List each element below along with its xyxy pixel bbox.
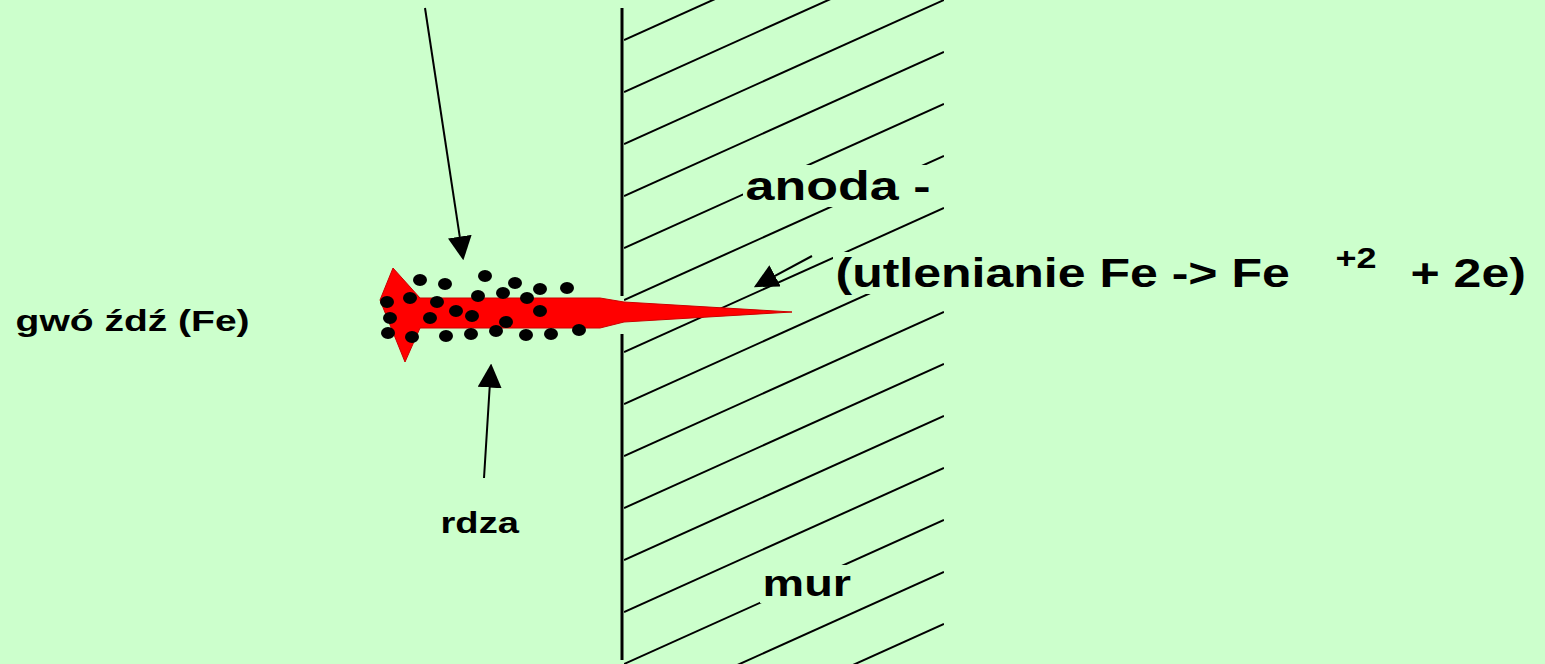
leader-arrow: [756, 256, 812, 286]
part-label: rdza: [438, 507, 521, 539]
wall-hatching: [624, 0, 944, 664]
rust-dots: [380, 270, 586, 343]
reaction-text: + 2e): [1408, 252, 1528, 294]
wall-surface: [621, 8, 624, 296]
leader-arrow: [484, 366, 491, 478]
part-label: mur: [760, 565, 854, 603]
iron-nail: [380, 268, 792, 362]
reaction-text: (utlenianie Fe -> Fe: [833, 252, 1292, 294]
charge-superscript: +2: [1333, 242, 1379, 274]
part-label: gwó źdź (Fe): [13, 305, 252, 337]
electrode-label: anoda -: [743, 165, 933, 207]
wall-surface: [621, 334, 624, 660]
leader-arrow: [425, 8, 463, 258]
